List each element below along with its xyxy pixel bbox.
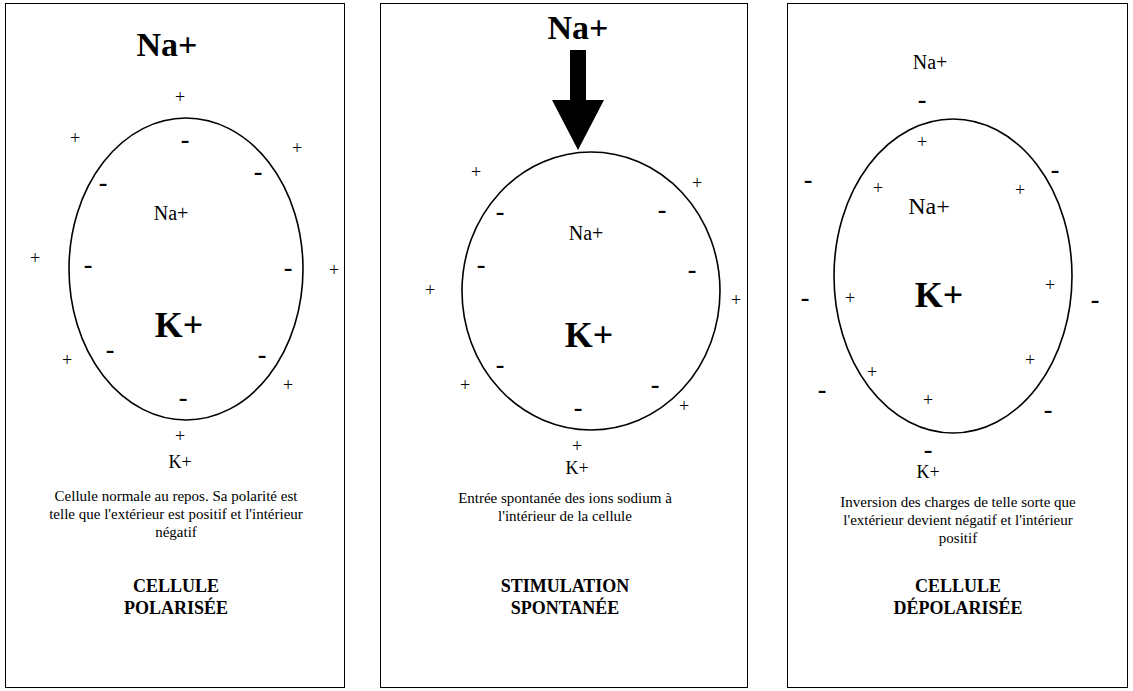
ion-label: Na+ [908, 192, 950, 221]
ion-label: K+ [565, 459, 588, 477]
charge-sign: - [496, 352, 505, 378]
membrane-outline [461, 151, 721, 431]
charge-sign: - [106, 337, 115, 363]
charge-sign: - [574, 395, 583, 421]
ion-label: K+ [565, 314, 614, 357]
ion-label: Na+ [569, 221, 604, 245]
cell-panel: Entrée spontanée des ions sodium à l'int… [380, 3, 748, 688]
charge-sign: + [873, 179, 883, 197]
charge-sign: + [70, 129, 80, 147]
charge-sign: - [179, 385, 188, 411]
ion-label: Na+ [913, 52, 948, 72]
charge-sign: + [425, 281, 435, 299]
charge-sign: - [1044, 397, 1053, 423]
charge-sign: - [1091, 287, 1100, 313]
charge-sign: - [496, 199, 505, 225]
charge-sign: + [572, 437, 582, 455]
charge-sign: + [1025, 351, 1035, 369]
charge-sign: + [679, 397, 689, 415]
charge-sign: + [460, 376, 470, 394]
ion-label: K+ [915, 274, 964, 317]
charge-sign: + [731, 291, 741, 309]
ion-label: Na+ [548, 11, 609, 45]
charge-sign: + [1015, 181, 1025, 199]
membrane-outline [68, 117, 304, 421]
panel-caption: Cellule normale au repos. Sa polarité es… [45, 487, 307, 541]
panel-title: CELLULE DÉPOLARISÉE [873, 576, 1043, 619]
charge-sign: + [471, 163, 481, 181]
cell-membrane: Na+ K+ [461, 151, 721, 431]
charge-sign: + [329, 261, 339, 279]
charge-sign: - [99, 170, 108, 196]
charge-sign: - [651, 372, 660, 398]
sodium-entry-arrow [552, 50, 604, 150]
charge-sign: - [477, 252, 486, 278]
panel-title: CELLULE POLARISÉE [91, 576, 261, 619]
panel-caption: Entrée spontanée des ions sodium à l'int… [434, 489, 696, 525]
charge-sign: + [923, 391, 933, 409]
membrane-ellipse [69, 118, 303, 420]
charge-sign: - [924, 437, 933, 463]
charge-sign: - [804, 167, 813, 193]
charge-sign: + [867, 363, 877, 381]
cell-membrane: Na+ K+ [833, 118, 1073, 434]
charge-sign: + [692, 174, 702, 192]
charge-sign: + [175, 427, 185, 445]
cell-panel: Inversion des charges de telle sorte que… [787, 3, 1128, 688]
ion-label: K+ [916, 463, 939, 481]
charge-sign: - [284, 255, 293, 281]
charge-sign: - [84, 252, 93, 278]
charge-sign: + [292, 139, 302, 157]
charge-sign: - [918, 87, 927, 113]
charge-sign: - [688, 257, 697, 283]
charge-sign: - [801, 285, 810, 311]
ion-label: Na+ [154, 201, 189, 225]
charge-sign: + [845, 289, 855, 307]
charge-sign: - [254, 159, 263, 185]
charge-sign: - [181, 127, 190, 153]
panel-caption: Inversion des charges de telle sorte que… [827, 493, 1089, 547]
charge-sign: + [30, 249, 40, 267]
charge-sign: - [658, 197, 667, 223]
ion-label: K+ [168, 453, 191, 471]
membrane-ellipse [834, 119, 1072, 433]
charge-sign: - [258, 342, 267, 368]
charge-sign: - [1051, 157, 1060, 183]
charge-sign: + [283, 376, 293, 394]
charge-sign: + [175, 88, 185, 106]
charge-sign: - [818, 377, 827, 403]
charge-sign: + [62, 351, 72, 369]
cell-membrane: Na+ K+ [68, 117, 304, 421]
panel-title: STIMULATION SPONTANÉE [480, 576, 650, 619]
ion-label: K+ [155, 304, 204, 347]
charge-sign: + [1045, 276, 1055, 294]
charge-sign: + [917, 133, 927, 151]
ion-label: Na+ [137, 28, 198, 62]
membrane-ellipse [462, 152, 720, 430]
